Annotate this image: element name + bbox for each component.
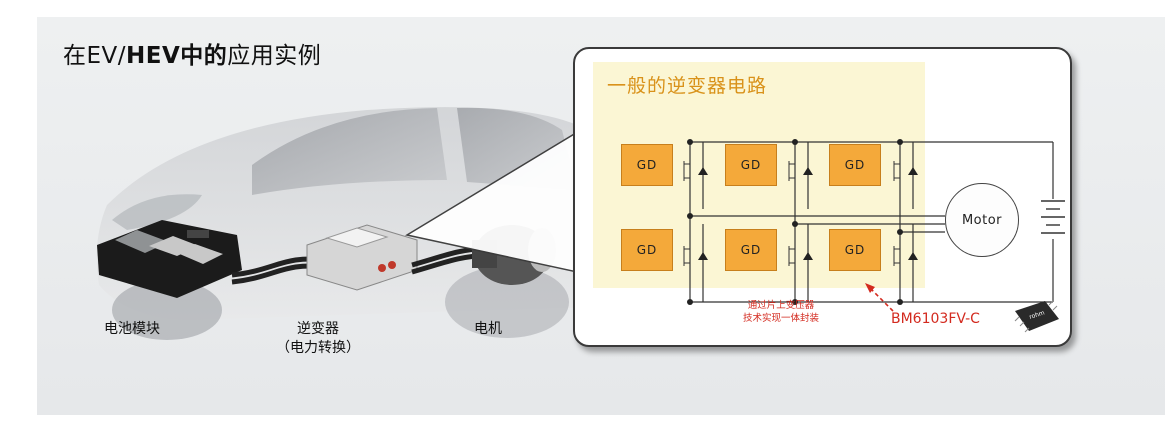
gate-driver-lower-3: GD	[829, 229, 881, 271]
inverter-label: 逆变器 （电力转换）	[268, 320, 368, 358]
transformer-note-line2: 技术实现一体封装	[743, 313, 820, 324]
gate-driver-upper-3: GD	[829, 144, 881, 186]
title-suffix: 应用实例	[227, 43, 322, 69]
circuit-wiring: rohm	[683, 139, 1065, 333]
title-bold: HEV中的	[126, 43, 228, 69]
ic-chip-icon: rohm	[1014, 300, 1059, 333]
part-number-label: BM6103FV-C	[891, 311, 980, 327]
motor-label: 电机	[474, 321, 502, 337]
front-wheel	[112, 280, 222, 340]
part-number-arrow	[870, 288, 894, 312]
gate-driver-upper-2: GD	[725, 144, 777, 186]
car-windshield	[252, 108, 447, 195]
page-title: 在EV/HEV中的应用实例	[63, 36, 321, 70]
gate-driver-upper-1: GD	[621, 144, 673, 186]
title-prefix: 在EV/	[63, 43, 127, 69]
inverter-label-main: 逆变器	[297, 321, 339, 337]
car-illustration	[96, 107, 628, 340]
rear-wheel	[445, 266, 569, 338]
battery-module	[97, 220, 242, 298]
motor-symbol: Motor	[945, 183, 1019, 257]
gate-driver-lower-1: GD	[621, 229, 673, 271]
inverter-circuit-callout: 一般的逆变器电路	[573, 47, 1072, 347]
transformer-note-line1: 通过片上变压器	[747, 300, 815, 311]
gate-driver-lower-2: GD	[725, 229, 777, 271]
transformer-note: 通过片上变压器 技术实现一体封装	[743, 299, 819, 325]
chip-logo: rohm	[1028, 309, 1045, 321]
circuit-title: 一般的逆变器电路	[607, 75, 768, 97]
car-headlight	[112, 194, 202, 230]
inverter-label-sub: （电力转换）	[276, 340, 360, 356]
battery-module-label: 电池模块	[104, 321, 160, 337]
